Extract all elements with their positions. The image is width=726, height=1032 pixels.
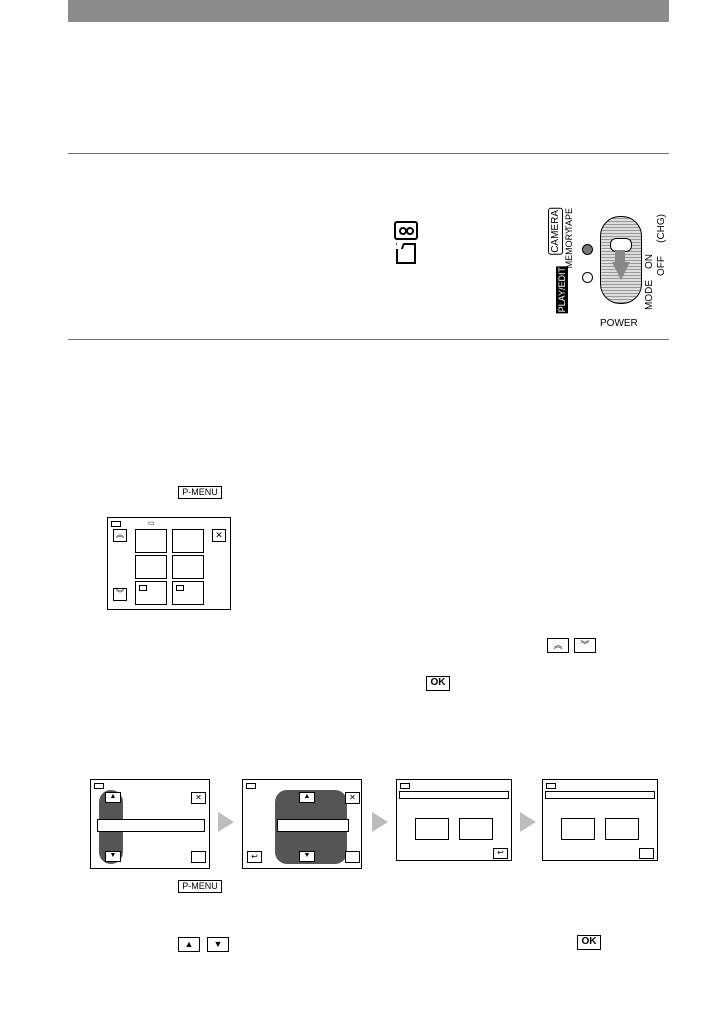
return-icon[interactable]: ↩ <box>247 851 262 863</box>
tape-icon <box>394 221 418 240</box>
tape-label: TAPE <box>564 208 574 231</box>
slide-arrow-icon <box>612 262 630 280</box>
title-bar <box>399 791 509 799</box>
menu-item-4[interactable] <box>172 555 204 579</box>
scroll-down-button[interactable]: ▼ <box>207 937 229 952</box>
sequence-screen-4 <box>542 779 658 861</box>
sequence-screen-2: ▲ ▼ ✕ ↩ <box>242 779 362 869</box>
menu-screen-illustration: ▭ ︽ ︾ ✕ <box>107 517 231 610</box>
ok-icon[interactable] <box>191 851 206 863</box>
ok-icon[interactable] <box>345 851 360 863</box>
selected-item[interactable] <box>277 819 349 832</box>
menu-item-3[interactable] <box>135 555 167 579</box>
up-arrow-icon[interactable]: ▲ <box>105 792 121 803</box>
page-down-icon[interactable]: ︾ <box>113 588 127 601</box>
section-divider-1 <box>68 153 669 154</box>
mode-label: MODE <box>644 280 655 310</box>
option-button-1[interactable] <box>415 818 449 840</box>
option-button-2[interactable] <box>605 818 639 840</box>
section-divider-2 <box>68 339 669 340</box>
down-arrow-icon[interactable]: ▼ <box>299 851 315 862</box>
memory-label: MEMORY <box>564 228 574 269</box>
menu-item-6[interactable] <box>172 581 204 605</box>
page-up-icon[interactable]: ︽ <box>113 529 127 542</box>
close-icon[interactable]: ✕ <box>191 792 206 804</box>
page-down-button[interactable]: ︾ <box>574 638 596 653</box>
power-label: POWER <box>600 318 638 329</box>
option-button-1[interactable] <box>561 818 595 840</box>
ok-button[interactable]: OK <box>426 676 450 691</box>
menu-item-2[interactable] <box>172 529 204 553</box>
pmenu-button[interactable]: P-MENU <box>178 486 222 499</box>
ok-icon[interactable] <box>639 848 654 859</box>
lamp-tape <box>582 244 593 255</box>
power-switch-illustration: CAMERA MEMORY TAPE PLAY/EDIT POWER MODE … <box>548 200 670 330</box>
sequence-screen-1: ▲ ▼ ✕ <box>90 779 210 869</box>
menu-item-5[interactable] <box>135 581 167 605</box>
menu-item-1[interactable] <box>135 529 167 553</box>
sequence-screen-3: ↩ <box>396 779 512 861</box>
option-button-2[interactable] <box>459 818 493 840</box>
title-bar <box>545 791 655 799</box>
down-arrow-icon[interactable]: ▼ <box>105 851 121 862</box>
lamp-playedit <box>582 272 593 283</box>
chg-label: (CHG) <box>656 214 667 243</box>
battery-icon <box>111 521 121 527</box>
playedit-label: PLAY/EDIT <box>556 266 568 314</box>
selected-item[interactable] <box>97 819 205 832</box>
close-icon[interactable]: ✕ <box>345 792 360 804</box>
on-label: ON <box>644 254 655 269</box>
page-up-button[interactable]: ︽ <box>547 638 569 653</box>
mode-indicator-icon: ▭ <box>148 520 155 527</box>
section-header-bar <box>68 0 669 22</box>
close-icon[interactable]: ✕ <box>212 529 226 542</box>
up-arrow-icon[interactable]: ▲ <box>299 792 315 803</box>
next-arrow-icon <box>372 812 388 832</box>
next-arrow-icon <box>218 812 234 832</box>
memory-card-icon <box>394 243 416 264</box>
scroll-up-button[interactable]: ▲ <box>178 937 200 952</box>
sequence-ok-button[interactable]: OK <box>577 935 601 950</box>
return-icon[interactable]: ↩ <box>493 848 508 859</box>
next-arrow-icon <box>520 812 536 832</box>
off-label: OFF <box>656 256 667 276</box>
sequence-pmenu-button[interactable]: P-MENU <box>178 880 222 893</box>
camera-label: CAMERA <box>548 208 563 255</box>
